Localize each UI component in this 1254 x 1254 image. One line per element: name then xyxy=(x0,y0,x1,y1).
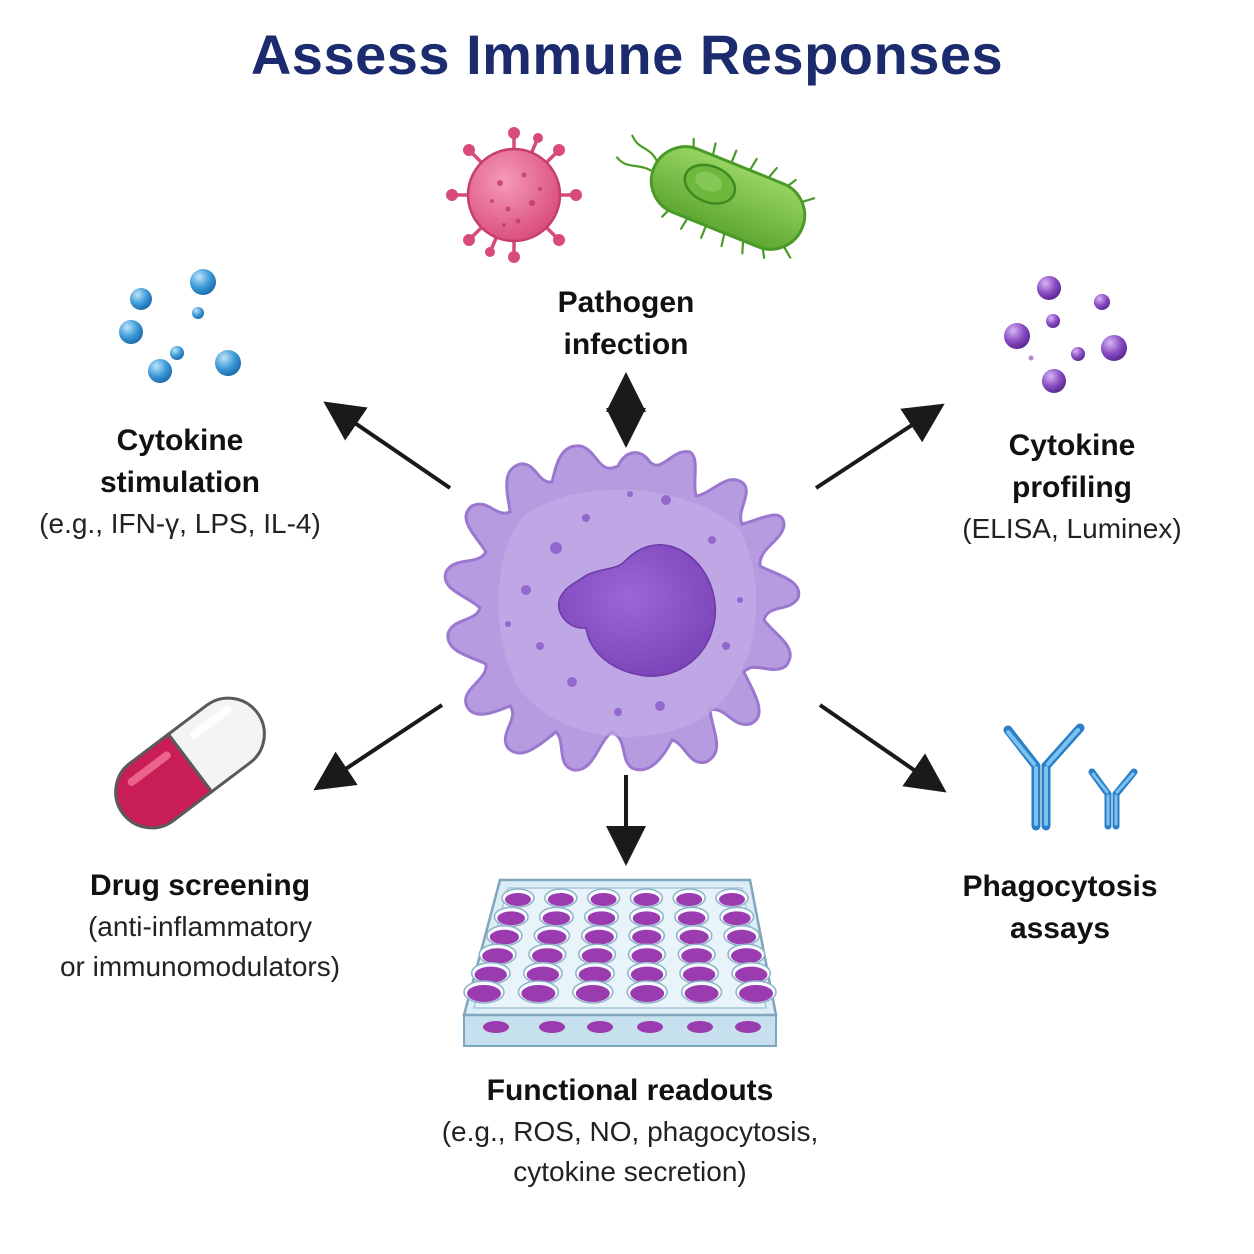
label-sub: (ELISA, Luminex) xyxy=(962,513,1182,544)
plate-well xyxy=(682,966,716,983)
label-cytokine-profiling: Cytokine profiling (ELISA, Luminex) xyxy=(922,425,1222,549)
plate-well xyxy=(537,929,567,945)
label-pathogen-infection: Pathogen infection xyxy=(476,282,776,366)
plate-well xyxy=(542,911,571,926)
plate-well xyxy=(719,893,745,906)
label-cytokine-stimulation: Cytokine stimulation (e.g., IFN-γ, LPS, … xyxy=(20,420,340,544)
plate-well xyxy=(584,929,614,945)
label-head: stimulation xyxy=(99,466,260,499)
label-head: Drug screening xyxy=(89,869,311,902)
plate-well xyxy=(575,985,610,1002)
label-head: Cytokine xyxy=(1008,429,1136,462)
plate-well xyxy=(723,911,751,926)
plate-well xyxy=(684,985,719,1002)
label-head: Functional readouts xyxy=(486,1074,774,1107)
virus-icon xyxy=(446,127,582,263)
plate-well xyxy=(632,911,661,926)
cytokine-particles-icon xyxy=(1004,276,1127,393)
plate-well xyxy=(630,966,664,983)
label-head: assays xyxy=(1009,912,1111,945)
label-head: Cytokine xyxy=(116,424,244,457)
label-phagocytosis-assays: Phagocytosis assays xyxy=(910,866,1210,950)
antibody-icon xyxy=(1003,723,1138,831)
plate-well xyxy=(547,893,574,906)
label-sub: (e.g., IFN-γ, LPS, IL-4) xyxy=(39,508,321,539)
plate-well xyxy=(587,911,616,926)
plate-well xyxy=(482,948,513,964)
label-sub: (e.g., ROS, NO, phagocytosis, xyxy=(441,1116,819,1147)
plate-well xyxy=(581,948,613,964)
plate-well xyxy=(735,966,768,983)
plate-well xyxy=(474,966,507,983)
well-plate-icon xyxy=(462,878,778,1047)
plate-well xyxy=(677,911,706,926)
label-sub: cytokine secretion) xyxy=(513,1156,747,1187)
label-sub: (anti-inflammatory xyxy=(87,911,313,942)
arrow-cytokine-stimulation xyxy=(323,401,452,490)
plate-well xyxy=(739,985,773,1002)
plate-well xyxy=(676,893,703,906)
plate-well xyxy=(631,948,663,964)
plate-well xyxy=(489,929,519,945)
arrow-phagocytosis xyxy=(818,703,947,793)
plate-well xyxy=(578,966,612,983)
label-functional-readouts: Functional readouts (e.g., ROS, NO, phag… xyxy=(400,1070,860,1192)
plate-well xyxy=(731,948,762,964)
plate-well xyxy=(679,929,709,945)
plate-well xyxy=(632,929,662,945)
plate-well xyxy=(467,985,501,1002)
plate-well xyxy=(630,985,665,1002)
label-head: profiling xyxy=(1012,471,1132,504)
bacterium-icon xyxy=(615,134,816,260)
label-head: infection xyxy=(563,328,689,361)
capsule-icon xyxy=(114,696,266,830)
page-title: Assess Immune Responses xyxy=(250,23,1004,86)
plate-well xyxy=(633,893,660,906)
arrow-cytokine-profiling xyxy=(814,403,945,490)
label-head: Pathogen xyxy=(557,286,695,319)
cytokine-particles-icon xyxy=(119,269,241,383)
plate-well xyxy=(727,929,757,945)
plate-well xyxy=(521,985,556,1002)
label-sub: or immunomodulators) xyxy=(59,951,341,982)
label-head: Phagocytosis xyxy=(962,870,1158,903)
plate-well xyxy=(526,966,560,983)
macrophage-cell-icon xyxy=(443,444,801,772)
plate-well xyxy=(531,948,563,964)
plate-well xyxy=(590,893,617,906)
label-drug-screening: Drug screening (anti-inflammatory or imm… xyxy=(20,865,380,987)
plate-well xyxy=(505,893,531,906)
plate-well xyxy=(681,948,713,964)
plate-well xyxy=(497,911,525,926)
arrow-drug-screening xyxy=(313,703,444,791)
